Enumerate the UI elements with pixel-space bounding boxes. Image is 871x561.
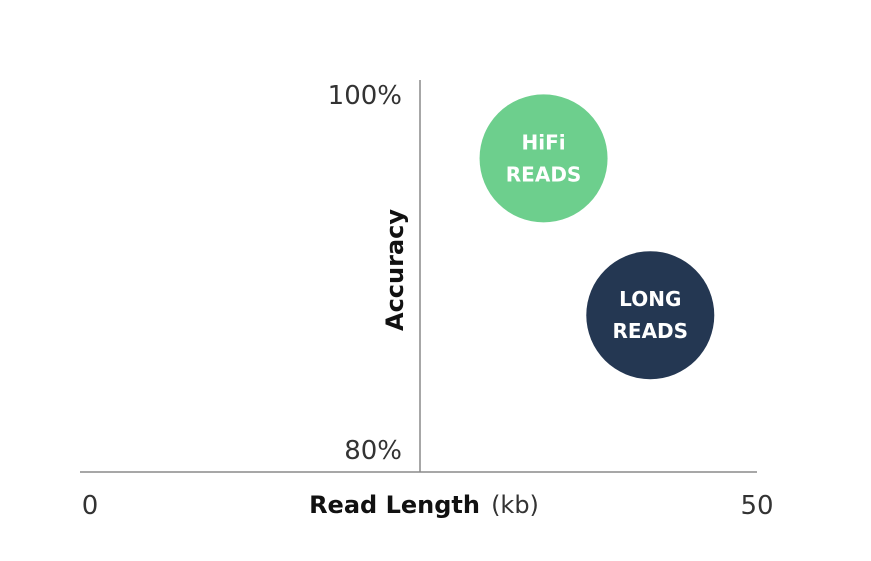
y-axis-title: Accuracy — [381, 209, 409, 331]
x-tick-label-right: 50 — [740, 491, 773, 521]
data-point-label-2-line-1: HiFi — [521, 130, 565, 154]
data-point-label-3-line-1: LONG — [619, 287, 681, 311]
y-tick-label-bottom: 80% — [344, 436, 402, 466]
x-axis-title-unit: (kb) — [491, 491, 539, 519]
x-tick-label-left: 0 — [82, 491, 99, 521]
data-point-3: LONG READS — [586, 251, 715, 380]
data-point-circle-3 — [586, 251, 715, 380]
x-axis-title: Read Length (kb) — [309, 491, 539, 519]
data-point-label-3-line-2: READS — [613, 319, 689, 343]
data-point-circle-2 — [479, 94, 608, 223]
y-tick-label-top: 100% — [328, 81, 402, 111]
data-points: SANGERREADSHiFiREADSLONGREADS — [479, 94, 715, 380]
data-point-label-2-line-2: READS — [506, 162, 582, 186]
x-axis-title-main: Read Length — [309, 491, 480, 519]
